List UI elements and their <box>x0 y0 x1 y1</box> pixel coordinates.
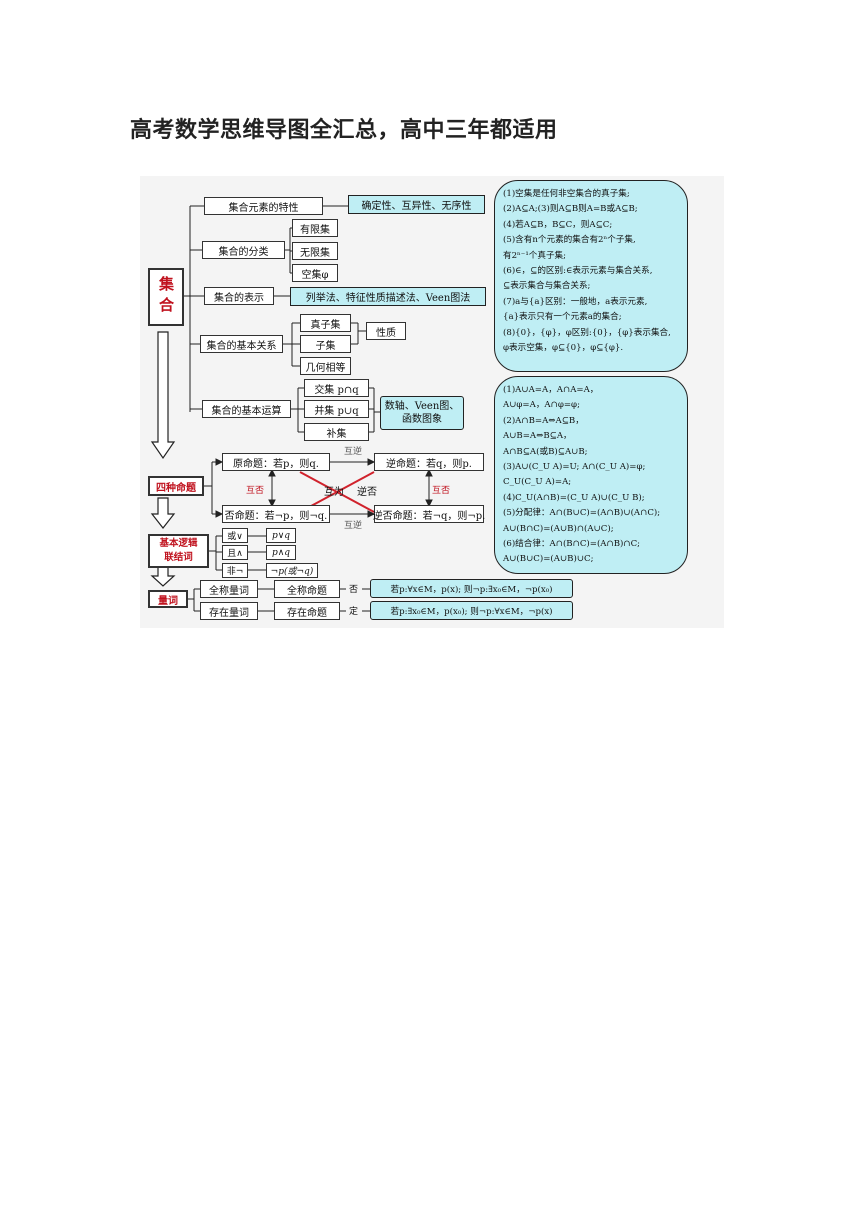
node-set-relation: 集合的基本关系 <box>200 335 283 353</box>
node-representation-methods: 列举法、特征性质描述法、Veen图法 <box>290 287 486 306</box>
note-top-line: (4)若A⊆B，B⊆C，则A⊆C; <box>503 219 613 230</box>
result-and: p∧q <box>266 545 296 560</box>
node-or: 或∨ <box>222 528 248 543</box>
notes-set-properties: (1)空集是任何非空集合的真子集; (2)A⊆A;(3)则A⊆B则A=B或A⊆B;… <box>494 180 688 372</box>
node-set-elements: 集合元素的特性 <box>204 197 323 215</box>
note-top-line: (5)含有n个元素的集合有2ⁿ个子集, <box>503 235 636 246</box>
note-bottom-line: A∪B=A⇔B⊆A， <box>503 431 572 442</box>
node-empty-set: 空集φ <box>292 264 338 282</box>
logic-head-line-1: 基本逻辑 <box>159 538 198 549</box>
note-bottom-line: A∪(B∩C)=(A∪B)∩(A∪C); <box>503 523 614 534</box>
note-top-line: φ表示空集，φ⊆{0}，φ⊆{φ}. <box>503 343 624 354</box>
node-operation-tools: 数轴、Veen图、 函数图象 <box>380 396 464 430</box>
node-universal-quantifier: 全称量词 <box>200 580 258 598</box>
label-mutual-converse-bottom: 互逆 <box>344 521 363 531</box>
node-not: 非¬ <box>222 563 248 578</box>
node-universal-proposition: 全称命题 <box>274 580 340 598</box>
node-existential-proposition: 存在命题 <box>274 602 340 620</box>
node-finite-set: 有限集 <box>292 219 338 237</box>
label-mutual-converse-top: 互逆 <box>344 447 363 457</box>
node-elements-properties: 确定性、互异性、无序性 <box>348 195 485 214</box>
label-negation-2: 定 <box>349 607 359 617</box>
note-bottom-line: (2)A∩B=A⇔A⊆B， <box>503 415 584 426</box>
note-top-line: (1)空集是任何非空集合的真子集; <box>503 189 630 199</box>
note-top-line: (7)a与{a}区别：一般地，a表示元素, <box>503 296 648 307</box>
note-bottom-line: (3)A∪(C_U A)=U; A∩(C_U A)=φ; <box>503 462 646 473</box>
set-label: 集合 <box>157 276 175 318</box>
node-nature: 性质 <box>366 322 406 340</box>
note-bottom-line: A∪φ=A，A∩φ=φ; <box>503 400 580 411</box>
note-bottom-line: (6)结合律：A∩(B∩C)=(A∩B)∩C; <box>503 539 641 550</box>
node-negate-existential: 若p:∃x₀∈M，p(x₀); 则¬p:∀x∈M，¬p(x) <box>370 601 573 620</box>
node-quantifiers: 量词 <box>148 590 188 608</box>
set-root: 集合 <box>148 268 184 326</box>
notes-set-operations: (1)A∪A=A，A∩A=A， A∪φ=A，A∩φ=φ; (2)A∩B=A⇔A⊆B，… <box>494 376 688 574</box>
note-bottom-line: C_U(C_U A)=A; <box>503 477 572 488</box>
node-original-proposition: 原命题：若p，则q. <box>222 453 330 471</box>
label-mutual-negation-left: 互否 <box>246 486 265 496</box>
node-intersection: 交集 p∩q <box>304 379 369 397</box>
note-bottom-line: A∩B⊆A(或B)⊆A∪B; <box>503 446 588 457</box>
note-top-line: ⊆表示集合与集合关系; <box>503 281 591 292</box>
node-complement: 补集 <box>304 423 369 441</box>
logic-head-line-2: 联结词 <box>164 552 193 563</box>
note-bottom-line: (1)A∪A=A，A∩A=A， <box>503 385 599 395</box>
node-and: 且∧ <box>222 545 248 560</box>
note-top-line: (2)A⊆A;(3)则A⊆B则A=B或A⊆B; <box>503 204 638 215</box>
node-proper-subset: 真子集 <box>300 314 351 332</box>
node-contrapositive: 逆否命题：若¬q，则¬p. <box>373 505 485 523</box>
tools-line-1: 数轴、Veen图、 <box>384 401 460 412</box>
note-top-line: {a}表示只有一个元素a的集合; <box>503 312 622 323</box>
note-bottom-line: (5)分配律：A∩(B∪C)=(A∩B)∪(A∩C); <box>503 508 661 519</box>
node-set-equal: 几何相等 <box>300 357 351 375</box>
result-not: ¬p(或¬q) <box>266 563 318 578</box>
label-center-right: 逆否 <box>357 487 377 498</box>
mind-map-image: 集合 集合元素的特性 确定性、互异性、无序性 集合的分类 有限集 无限集 空集φ… <box>140 176 724 628</box>
node-four-propositions: 四种命题 <box>148 476 204 496</box>
node-union: 并集 p∪q <box>304 400 369 418</box>
node-existential-quantifier: 存在量词 <box>200 602 258 620</box>
node-set-classify: 集合的分类 <box>202 241 285 259</box>
node-set-representation: 集合的表示 <box>204 287 274 305</box>
node-subset: 子集 <box>300 335 351 353</box>
result-or: p∨q <box>266 528 296 543</box>
node-infinite-set: 无限集 <box>292 242 338 260</box>
page-title: 高考数学思维导图全汇总，高中三年都适用 <box>130 118 558 143</box>
label-mutual-negation-right: 互否 <box>432 486 451 496</box>
node-set-operation: 集合的基本运算 <box>202 400 291 418</box>
node-converse-proposition: 逆命题：若q，则p. <box>374 453 484 471</box>
node-inverse-proposition: 否命题：若¬p，则¬q. <box>222 505 330 523</box>
note-bottom-line: A∪(B∪C)=(A∪B)∪C; <box>503 554 594 565</box>
note-top-line: (6)∈，⊆的区别:∈表示元素与集合关系, <box>503 266 653 277</box>
node-logic-connectives: 基本逻辑 联结词 <box>148 534 209 568</box>
note-bottom-line: (4)C_U(A∩B)=(C_U A)∪(C_U B); <box>503 492 645 503</box>
label-center-left: 互为 <box>324 487 344 498</box>
note-top-line: 有2ⁿ⁻¹个真子集; <box>503 250 567 261</box>
label-negation-1: 否 <box>349 585 359 595</box>
tools-line-2: 函数图象 <box>402 414 442 425</box>
note-top-line: (8){0}，{φ}，φ区别:{0}，{φ}表示集合, <box>503 327 671 338</box>
node-negate-universal: 若p:∀x∈M，p(x); 则¬p:∃x₀∈M，¬p(x₀) <box>370 579 573 598</box>
